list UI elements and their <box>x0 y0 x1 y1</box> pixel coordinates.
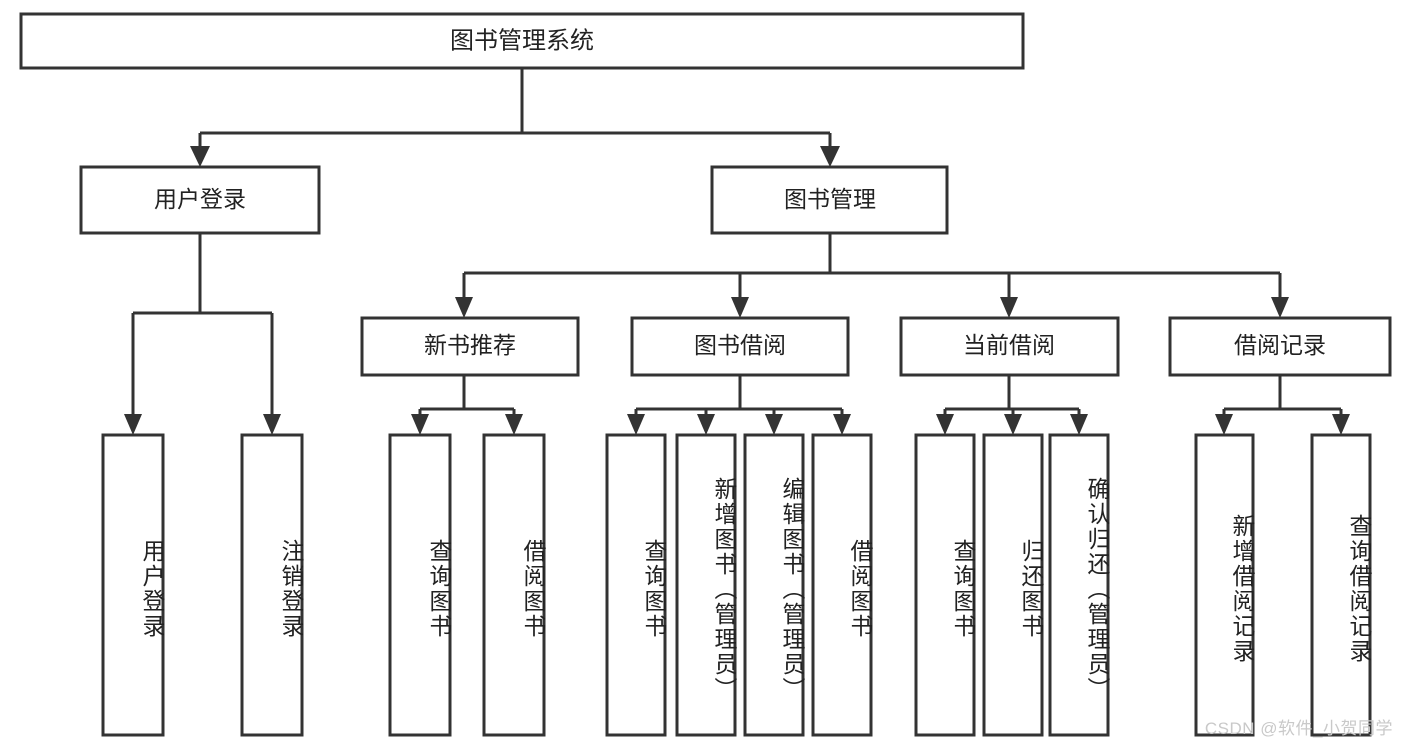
arrowhead-leaf-query-book-2 <box>627 414 645 435</box>
node-book-borrow-label: 图书借阅 <box>694 332 786 358</box>
node-borrow-record-label: 借阅记录 <box>1234 332 1326 358</box>
leaf-add-record[interactable] <box>1194 433 1255 737</box>
leaf-box-group <box>101 433 1372 737</box>
node-book-borrow[interactable] <box>630 316 850 377</box>
arrowhead-leaf-confirm-return <box>1070 414 1088 435</box>
leaf-user-login[interactable] <box>101 433 165 737</box>
leaf-edit-book[interactable] <box>743 433 805 737</box>
node-book-mgmt-label: 图书管理 <box>784 186 876 212</box>
arrowhead-leaf-borrow-book-1 <box>505 414 523 435</box>
node-user-login-label: 用户登录 <box>154 186 246 212</box>
watermark-text: CSDN @软件_小贺同学 <box>1204 719 1393 738</box>
connector-group-book-mgmt <box>455 233 1289 318</box>
arrowhead-borrow-record <box>1271 297 1289 318</box>
leaf-logout[interactable] <box>240 433 304 737</box>
node-current-borrow-label: 当前借阅 <box>963 332 1055 358</box>
node-new-book-rec[interactable] <box>360 316 580 377</box>
leaf-borrow-book-2[interactable] <box>811 433 873 737</box>
arrowhead-book-mgmt <box>820 146 840 167</box>
node-current-borrow[interactable] <box>899 316 1120 377</box>
leaf-borrow-book-1[interactable] <box>482 433 546 737</box>
arrowhead-leaf-add-book <box>697 414 715 435</box>
arrowhead-leaf-user-login <box>124 414 142 435</box>
connector-group-user-login <box>124 233 281 435</box>
node-user-login[interactable] <box>79 165 321 235</box>
arrowhead-leaf-logout <box>263 414 281 435</box>
leaf-query-book-1[interactable] <box>388 433 452 737</box>
arrowhead-leaf-return-book <box>1004 414 1022 435</box>
node-book-mgmt[interactable] <box>710 165 949 235</box>
node-root[interactable] <box>19 12 1025 70</box>
connector-group-borrow-record <box>1215 375 1350 435</box>
arrowhead-leaf-borrow-book-2 <box>833 414 851 435</box>
arrowhead-book-borrow <box>731 297 749 318</box>
arrowhead-current-borrow <box>1000 297 1018 318</box>
node-borrow-record[interactable] <box>1168 316 1392 377</box>
leaf-confirm-return[interactable] <box>1048 433 1110 737</box>
arrowhead-leaf-query-record <box>1332 414 1350 435</box>
leaf-query-book-2[interactable] <box>605 433 667 737</box>
leaf-query-record[interactable] <box>1310 433 1372 737</box>
arrowhead-leaf-query-book-3 <box>936 414 954 435</box>
arrowhead-leaf-add-record <box>1215 414 1233 435</box>
node-new-book-rec-label: 新书推荐 <box>424 332 516 358</box>
arrowhead-user-login <box>190 146 210 167</box>
leaf-add-book[interactable] <box>675 433 737 737</box>
leaf-return-book[interactable] <box>982 433 1044 737</box>
connector-group-book-borrow <box>627 375 851 435</box>
connector-group-current-borrow <box>936 375 1088 435</box>
node-root-label: 图书管理系统 <box>450 27 594 54</box>
arrowhead-leaf-query-book-1 <box>411 414 429 435</box>
arrowhead-leaf-edit-book <box>765 414 783 435</box>
arrowhead-new-book-rec <box>455 297 473 318</box>
connector-group-new-book-rec <box>411 375 523 435</box>
connector-group-root <box>190 68 840 167</box>
leaf-query-book-3[interactable] <box>914 433 976 737</box>
